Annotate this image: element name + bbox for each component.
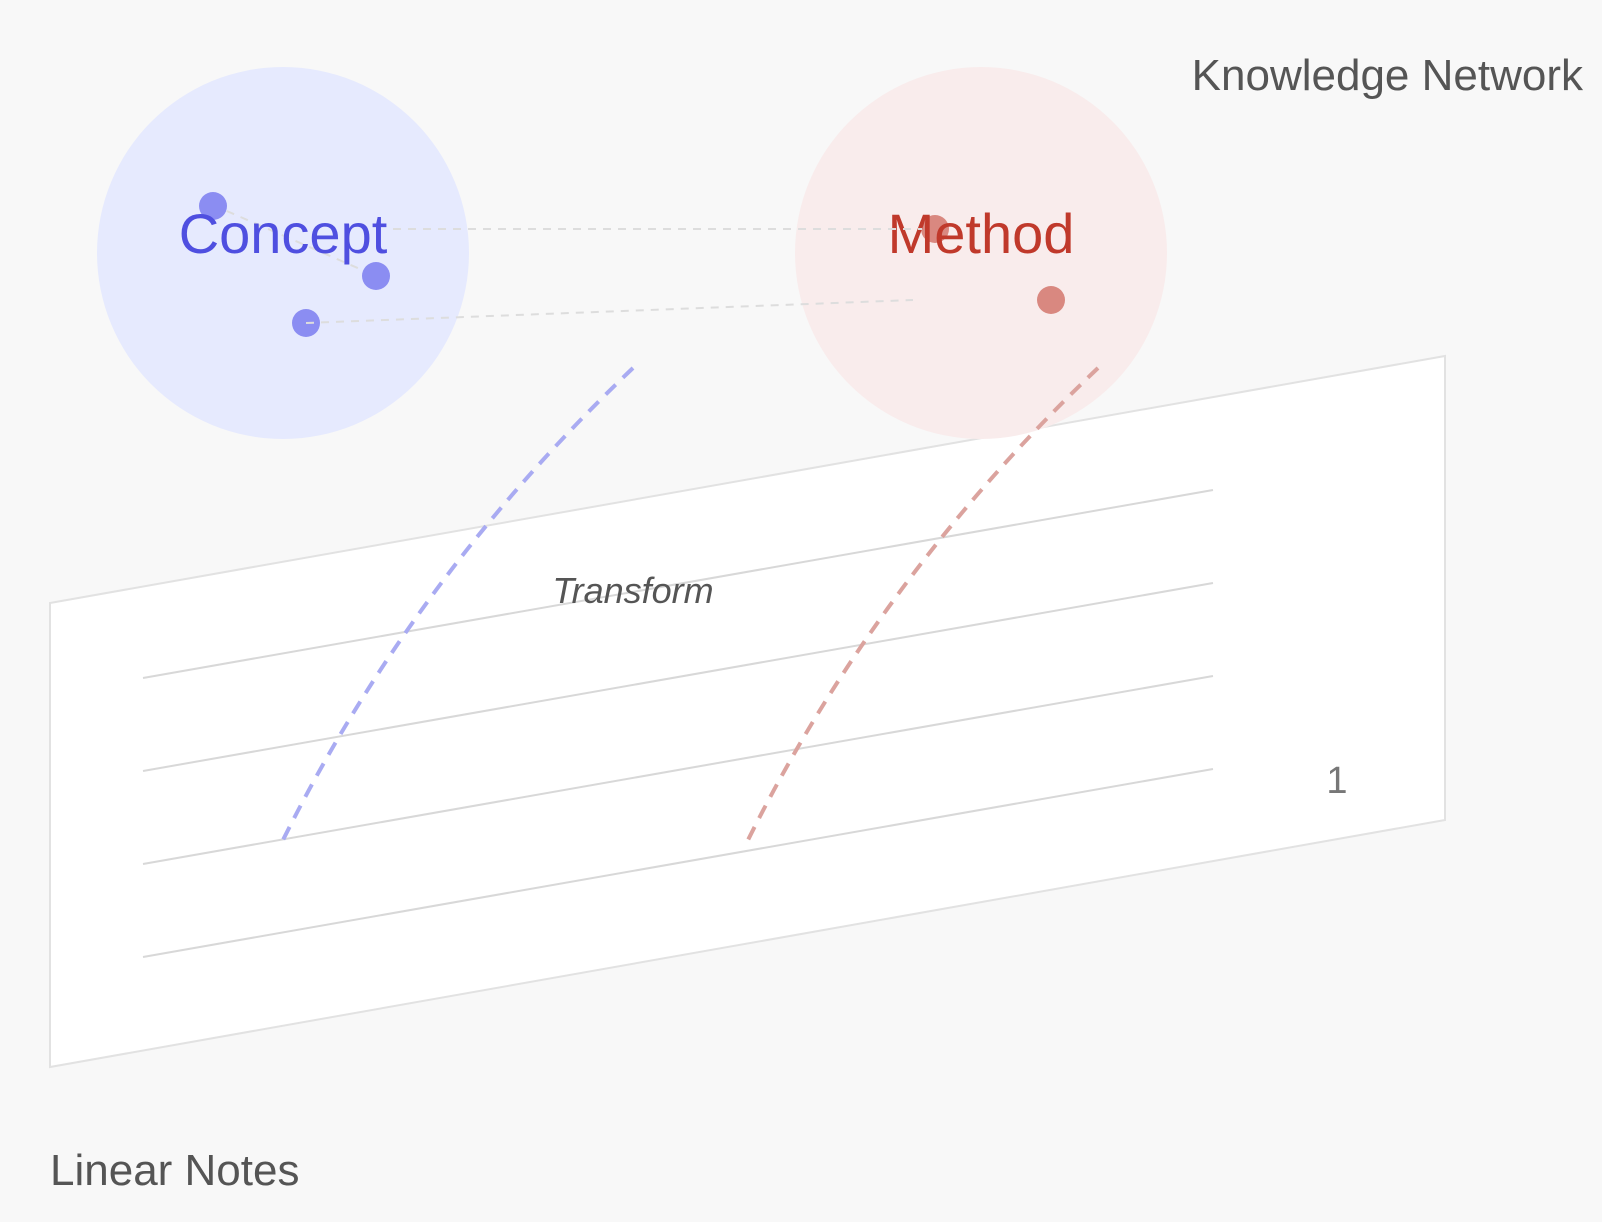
concept-transform-arrow (281, 366, 635, 841)
method-transform-arrow (746, 366, 1100, 841)
method-label: Method (888, 202, 1075, 265)
cross-links (305, 228, 922, 324)
note-sheet (49, 354, 1446, 1069)
linear-notes-title: Linear Notes (50, 1146, 299, 1195)
note-rule-line (142, 582, 1214, 772)
concept-circle (97, 67, 469, 439)
cross-link (305, 299, 914, 324)
concept-node (199, 192, 227, 220)
note-rule-line (142, 489, 1214, 679)
concept-node (362, 262, 390, 290)
concept-label: Concept (179, 202, 388, 265)
transform-arrows (281, 366, 1100, 841)
method-circle (795, 67, 1167, 439)
transform-label: Transform (552, 570, 713, 611)
page-number: 1 (1326, 760, 1347, 802)
knowledge-network-title: Knowledge Network (1192, 51, 1584, 100)
note-rule-line (142, 768, 1214, 958)
concept-cluster: Concept (97, 67, 469, 439)
note-rule-lines (142, 489, 1214, 958)
method-node (921, 215, 949, 243)
method-cluster: Method (795, 67, 1167, 439)
note-rule-line (142, 675, 1214, 865)
linear-notes-page: 1 (49, 354, 1446, 1069)
method-node (1037, 286, 1065, 314)
